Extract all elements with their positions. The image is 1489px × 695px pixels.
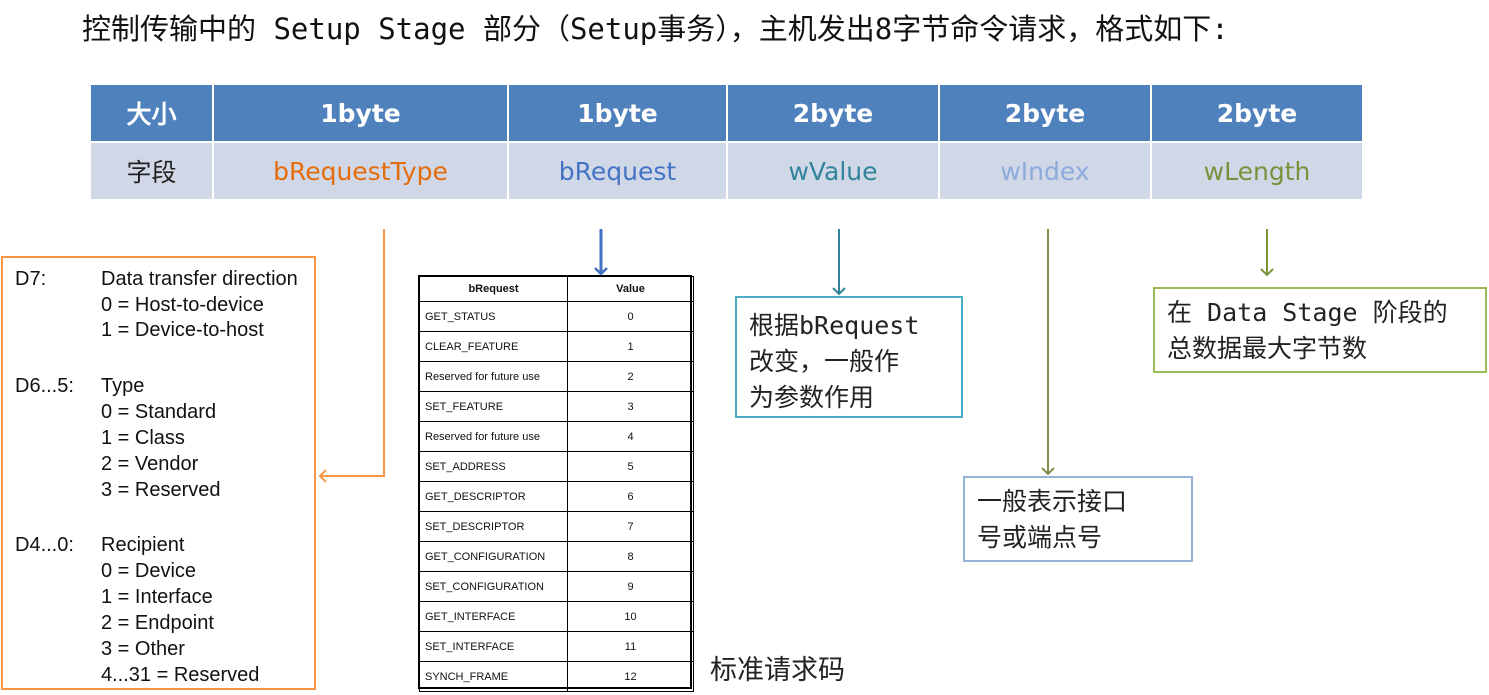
bit-meaning-text: 0 = Standard xyxy=(101,401,217,423)
note-line: 改变，一般作 xyxy=(749,347,900,376)
field-brequest: bRequest xyxy=(507,141,728,201)
bit-meaning-text: 1 = Class xyxy=(101,427,185,449)
bit-meaning-text: 2 = Endpoint xyxy=(101,612,214,634)
bit-meaning-text: 3 = Reserved xyxy=(101,479,221,501)
brequest-header-name: bRequest xyxy=(419,276,568,302)
bit-range-label: D4...0: xyxy=(15,534,74,556)
note-line: 根据bRequest xyxy=(749,311,920,340)
brequest-name: SET_DESCRIPTOR xyxy=(419,511,568,542)
brequest-value: 0 xyxy=(567,301,694,332)
request-type-box: D7: Data transfer direction 0 = Host-to-de… xyxy=(1,256,316,690)
arrow-brequesttype xyxy=(318,229,385,483)
bit-range-label: D6...5: xyxy=(15,375,74,397)
wlength-note: 在 Data Stage 阶段的 总数据最大字节数 xyxy=(1153,287,1487,373)
field-wvalue: wValue xyxy=(726,141,940,201)
brequest-caption: 标准请求码 xyxy=(710,655,845,686)
field-windex: wIndex xyxy=(938,141,1152,201)
page-title: 控制传输中的 Setup Stage 部分（Setup事务），主机发出8字节命令… xyxy=(82,12,1229,46)
bit-meaning-text: Data transfer direction xyxy=(101,268,298,290)
brequest-value: 8 xyxy=(567,541,694,572)
note-line: 为参数作用 xyxy=(749,383,875,412)
brequest-name: CLEAR_FEATURE xyxy=(419,331,568,362)
bit-meaning-text: Type xyxy=(101,375,145,397)
bit-meaning-text: 1 = Device-to-host xyxy=(101,319,264,341)
brequest-name: SET_ADDRESS xyxy=(419,451,568,482)
brequest-name: GET_DESCRIPTOR xyxy=(419,481,568,512)
brequest-name: SET_INTERFACE xyxy=(419,631,568,662)
wvalue-note: 根据bRequest 改变，一般作 为参数作用 xyxy=(735,296,963,418)
size-header: 大小 xyxy=(89,83,214,143)
size-cell: 2byte xyxy=(726,83,940,143)
brequest-value: 12 xyxy=(567,661,694,692)
size-cell: 1byte xyxy=(212,83,509,143)
brequest-header-value: Value xyxy=(567,276,694,302)
brequest-value: 4 xyxy=(567,421,694,452)
size-cell: 2byte xyxy=(1150,83,1364,143)
brequest-name: SET_CONFIGURATION xyxy=(419,571,568,602)
brequest-value: 10 xyxy=(567,601,694,632)
bit-meaning-text: 1 = Interface xyxy=(101,586,213,608)
field-header: 字段 xyxy=(89,141,214,201)
field-row: 字段 bRequestType bRequest wValue wIndex w… xyxy=(89,141,1364,201)
bit-range-label: D7: xyxy=(15,268,47,290)
brequest-table-header: bRequest Value xyxy=(419,276,694,302)
bit-meaning-text: 2 = Vendor xyxy=(101,453,199,475)
setup-packet-table: 大小 1byte 1byte 2byte 2byte 2byte 字段 bReq… xyxy=(89,83,1364,201)
field-wlength: wLength xyxy=(1150,141,1364,201)
field-brequesttype: bRequestType xyxy=(212,141,509,201)
brequest-value: 5 xyxy=(567,451,694,482)
bit-meaning-text: 3 = Other xyxy=(101,638,185,660)
note-line: 一般表示接口 xyxy=(977,487,1128,516)
size-cell: 1byte xyxy=(507,83,728,143)
size-row: 大小 1byte 1byte 2byte 2byte 2byte xyxy=(89,83,1364,143)
bit-meaning-text: 4...31 = Reserved xyxy=(101,664,260,686)
brequest-value: 7 xyxy=(567,511,694,542)
brequest-name: SYNCH_FRAME xyxy=(419,661,568,692)
note-line: 在 Data Stage 阶段的 xyxy=(1167,298,1448,327)
note-line: 总数据最大字节数 xyxy=(1167,334,1368,363)
bit-meaning-text: 0 = Device xyxy=(101,560,197,582)
brequest-name: SET_FEATURE xyxy=(419,391,568,422)
windex-note: 一般表示接口 号或端点号 xyxy=(963,476,1193,562)
bit-meaning-text: 0 = Host-to-device xyxy=(101,294,264,316)
note-line: 号或端点号 xyxy=(977,523,1103,552)
size-cell: 2byte xyxy=(938,83,1152,143)
bit-meaning-text: Recipient xyxy=(101,534,185,556)
